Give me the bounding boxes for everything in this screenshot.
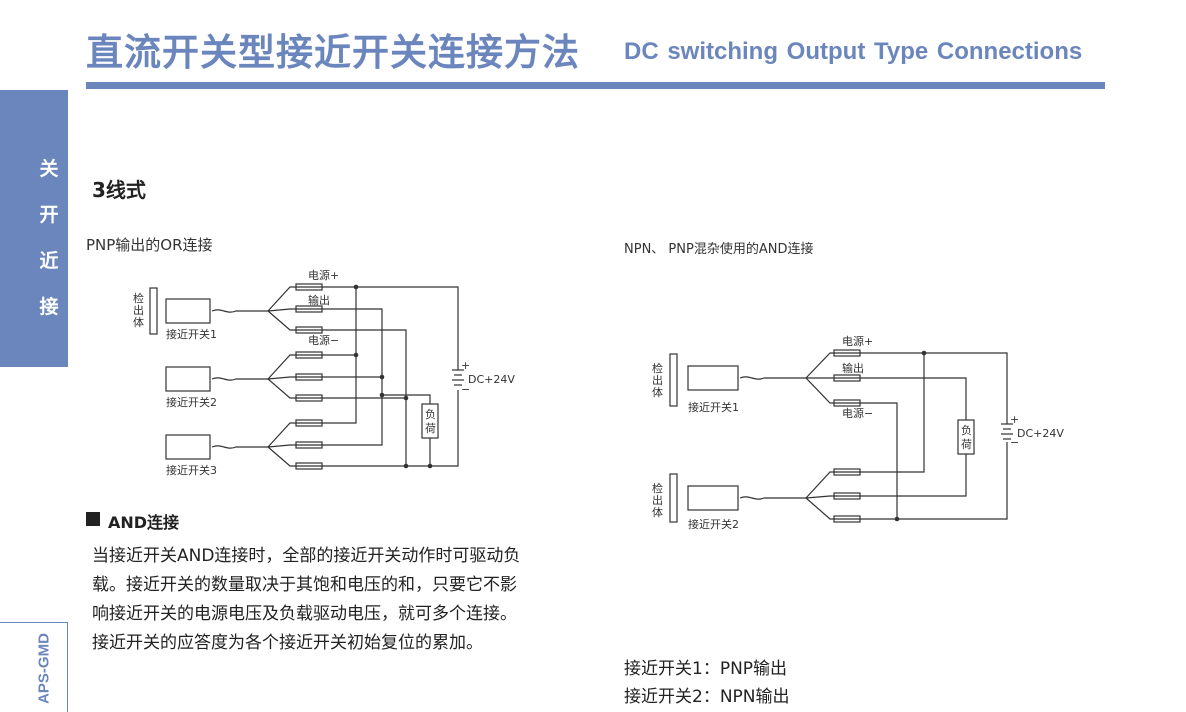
detector-char: 出 — [652, 373, 663, 387]
supply-label: DC+24V — [1017, 427, 1064, 440]
load-char: 荷 — [425, 422, 436, 435]
supply-label: DC+24V — [468, 373, 515, 386]
detector-char: 检 — [652, 481, 663, 495]
model-tab — [0, 622, 68, 712]
sensor-cable — [211, 377, 268, 381]
detector-char: 体 — [652, 505, 663, 519]
wire-label-output: 输出 — [842, 361, 864, 375]
detector-char: 体 — [133, 315, 144, 329]
detector-char: 体 — [652, 385, 663, 399]
detector-plate — [669, 353, 678, 407]
load-char: 负 — [425, 407, 436, 421]
right-junctions — [894, 350, 927, 522]
detector-char: 出 — [652, 493, 663, 507]
left-diagram-caption: PNP输出的OR连接 — [86, 236, 213, 254]
sensor-body — [687, 485, 739, 511]
body-line: 响接近开关的电源电压及负载驱动电压，就可多个连接。 — [92, 604, 517, 624]
supply-plus: + — [461, 359, 470, 372]
detector-char: 检 — [652, 361, 663, 375]
sensor-label: 接近开关3 — [166, 463, 217, 477]
detector-plate — [669, 473, 678, 523]
side-char: 近 — [39, 250, 59, 272]
body-line: 载。接近开关的数量取决于其饱和电压的和，只要它不影 — [92, 575, 517, 595]
supply-minus: − — [461, 383, 470, 396]
wire-label-output: 输出 — [308, 293, 330, 307]
left-wiring-diagram — [149, 283, 464, 470]
load-char: 负 — [961, 423, 972, 437]
sensor-body — [165, 434, 211, 460]
side-category-label: 关 开 近 接 — [36, 146, 62, 330]
wire-label-power-minus: 电源− — [308, 333, 339, 347]
wire-label-power-plus: 电源+ — [842, 334, 873, 348]
detector-char: 出 — [133, 303, 144, 317]
sensor-cable — [739, 376, 806, 380]
sensor-label: 接近开关2 — [166, 395, 217, 409]
section-title: 3线式 — [92, 178, 146, 202]
sensor-label: 接近开关1 — [166, 327, 217, 341]
and-section-heading: AND连接 — [108, 513, 180, 532]
sensor-body — [165, 298, 211, 324]
right-diagram-caption: NPN、 PNP混杂使用的AND连接 — [624, 242, 814, 257]
side-category-tab: 关 开 近 接 — [0, 90, 68, 367]
supply-minus: − — [1010, 436, 1019, 449]
load-char: 荷 — [961, 438, 972, 451]
sensor-body — [165, 366, 211, 392]
wire-label-power-plus: 电源+ — [308, 268, 339, 282]
right-wiring-diagram — [669, 349, 1013, 523]
body-line: 接近开关的应答度为各个接近开关初始复位的累加。 — [92, 633, 483, 653]
detector-char: 检 — [133, 291, 144, 305]
page-title: 直流开关型接近开关连接方法 — [86, 31, 580, 74]
positive-bus — [322, 286, 459, 370]
side-char: 关 — [39, 158, 59, 180]
title-underline — [86, 82, 1105, 89]
sensor-cable — [211, 445, 268, 449]
sensor-label: 接近开关2 — [688, 517, 739, 531]
left-junctions — [353, 284, 433, 469]
and-section-body: 当接近开关AND连接时，全部的接近开关动作时可驱动负 载。接近开关的数量取决于其… — [92, 542, 552, 658]
detector-plate — [149, 287, 158, 335]
sensor-cable — [211, 309, 268, 313]
sensor-cable — [739, 496, 806, 500]
page-title-english: DC switching Output Type Connections — [624, 38, 1083, 65]
legend-line: 接近开关2：NPN输出 — [624, 687, 790, 707]
supply-plus: + — [1010, 413, 1019, 426]
sensor-body — [687, 365, 739, 391]
body-line: 当接近开关AND连接时，全部的接近开关动作时可驱动负 — [92, 546, 521, 566]
legend-line: 接近开关1：PNP输出 — [624, 659, 788, 679]
sensor-label: 接近开关1 — [688, 400, 739, 414]
side-char: 开 — [39, 204, 59, 226]
side-char: 接 — [39, 296, 59, 318]
bullet-square — [86, 512, 100, 526]
wire-label-power-minus: 电源− — [842, 406, 873, 420]
